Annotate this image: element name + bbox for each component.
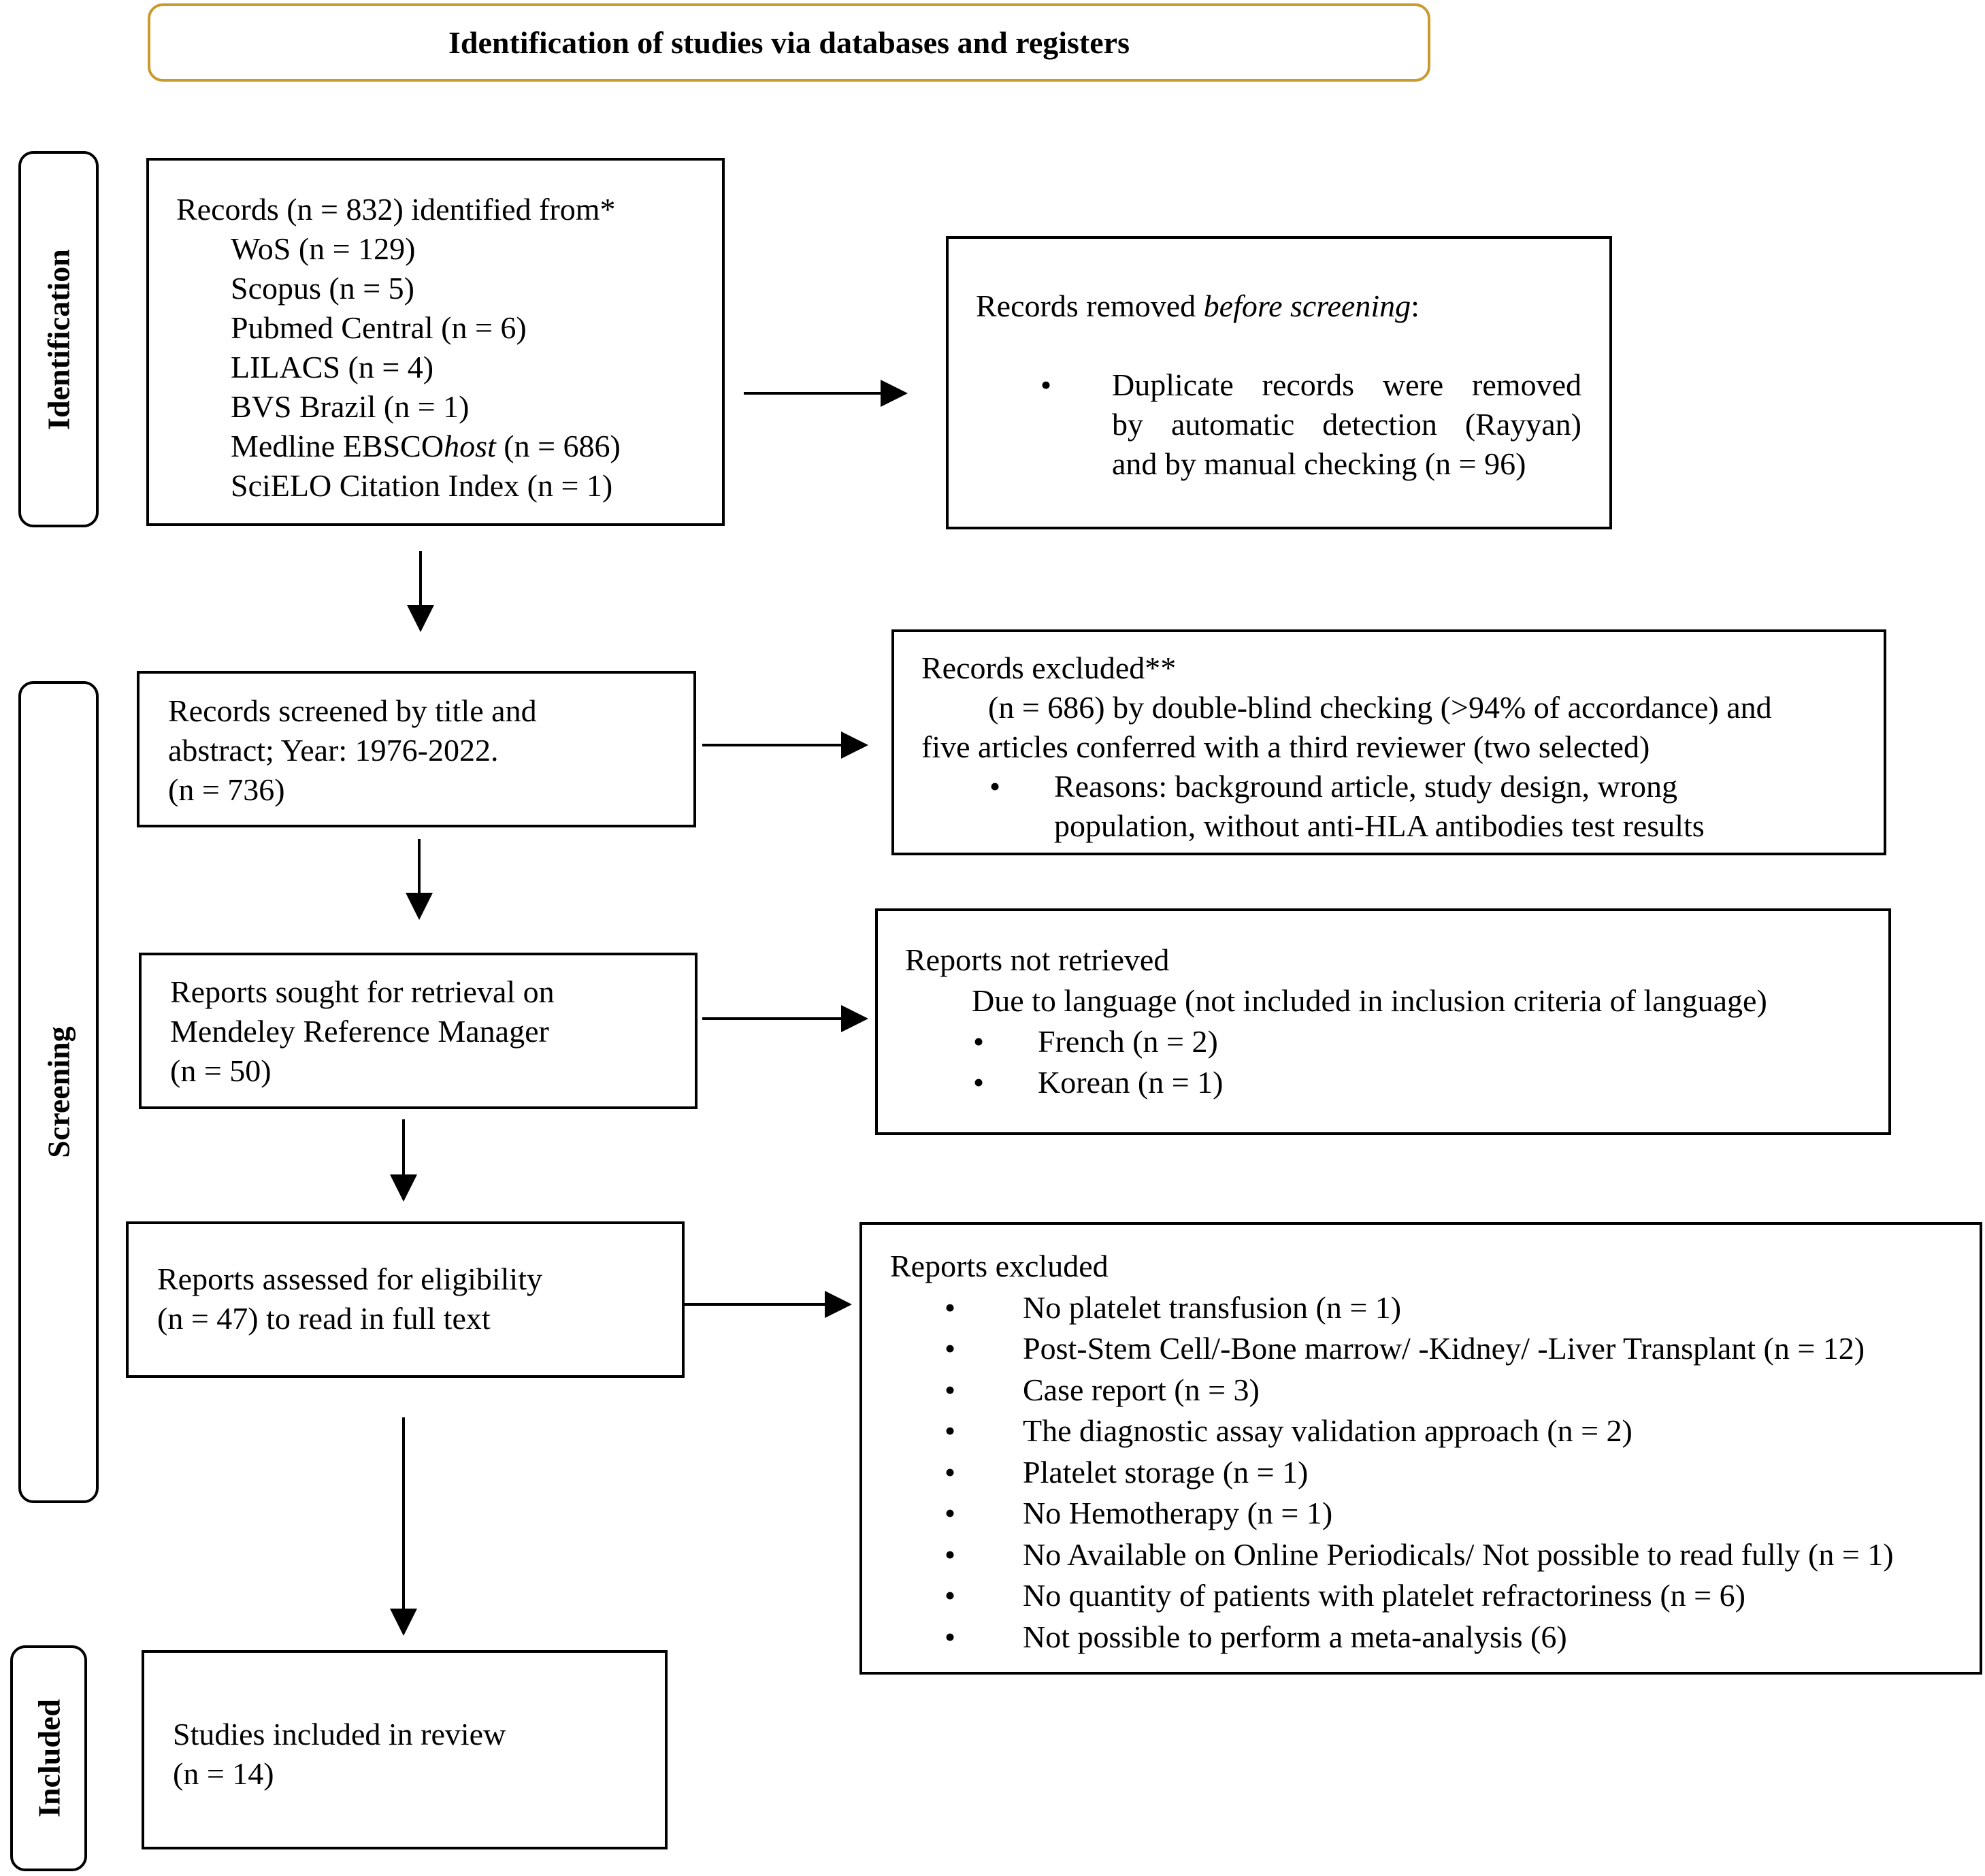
list-item: • Korean (n = 1) xyxy=(905,1062,1888,1103)
list-item: •Platelet storage (n = 1) xyxy=(890,1452,1980,1494)
list-item: •No Hemotherapy (n = 1) xyxy=(890,1493,1980,1534)
bullet-icon: • xyxy=(945,1496,956,1530)
bullet-icon: • xyxy=(945,1413,956,1448)
records-removed-box: Records removed before screening: • Dupl… xyxy=(946,236,1612,529)
list-item: •The diagnostic assay validation approac… xyxy=(890,1411,1980,1452)
stage-screening: Screening xyxy=(18,681,99,1503)
reports-excluded-list: •No platelet transfusion (n = 1)•Post-St… xyxy=(890,1287,1980,1658)
records-removed-bullet: • Duplicate records were removed by auto… xyxy=(976,365,1581,484)
records-screened-box: Records screened by title and abstract; … xyxy=(137,671,696,827)
reports-not-retrieved-box: Reports not retrieved Due to language (n… xyxy=(875,908,1891,1135)
bullet-icon: • xyxy=(945,1372,956,1407)
source-scielo: SciELO Citation Index (n = 1) xyxy=(231,468,613,503)
reports-assessed-box: Reports assessed for eligibility (n = 47… xyxy=(126,1221,685,1378)
bullet-icon: • xyxy=(973,1024,985,1059)
list-item: •Not possible to perform a meta-analysis… xyxy=(890,1617,1980,1658)
source-bvs: BVS Brazil (n = 1) xyxy=(231,389,470,424)
bullet-icon: • xyxy=(945,1454,956,1490)
records-excluded-bullet: • Reasons: background article, study des… xyxy=(921,767,1884,846)
records-excluded-title: Records excluded** xyxy=(921,651,1177,685)
reports-not-retrieved-title: Reports not retrieved xyxy=(905,942,1170,977)
bullet-icon: • xyxy=(973,1065,985,1100)
studies-included-box: Studies included in review (n = 14) xyxy=(142,1650,668,1849)
source-scopus: Scopus (n = 5) xyxy=(231,271,414,306)
reports-excluded-title: Reports excluded xyxy=(890,1249,1109,1283)
diagram-title: Identification of studies via databases … xyxy=(148,3,1430,82)
bullet-icon: • xyxy=(945,1619,956,1654)
source-medline: Medline EBSCOhost (n = 686) xyxy=(231,429,621,463)
list-item: •No quantity of patients with platelet r… xyxy=(890,1575,1980,1617)
bullet-icon: • xyxy=(945,1536,956,1572)
source-wos: WoS (n = 129) xyxy=(231,231,416,266)
list-item: •Post-Stem Cell/-Bone marrow/ -Kidney/ -… xyxy=(890,1328,1980,1370)
bullet-icon: • xyxy=(945,1331,956,1366)
records-excluded-box: Records excluded** (n = 686) by double-b… xyxy=(891,629,1886,855)
source-lilacs: LILACS (n = 4) xyxy=(231,350,434,384)
bullet-icon: • xyxy=(945,1578,956,1613)
bullet-icon: • xyxy=(989,769,1001,804)
reports-sought-box: Reports sought for retrieval on Mendeley… xyxy=(139,953,698,1109)
list-item: •Case report (n = 3) xyxy=(890,1370,1980,1411)
list-item: •No platelet transfusion (n = 1) xyxy=(890,1287,1980,1329)
bullet-icon: • xyxy=(1040,367,1052,402)
list-item: •No Available on Online Periodicals/ Not… xyxy=(890,1534,1980,1576)
reports-excluded-box: Reports excluded •No platelet transfusio… xyxy=(859,1222,1982,1675)
records-identified-title: Records (n = 832) identified from* xyxy=(176,192,616,227)
bullet-icon: • xyxy=(945,1289,956,1325)
stage-included: Included xyxy=(10,1645,87,1871)
stage-identification: Identification xyxy=(18,151,99,527)
records-identified-box: Records (n = 832) identified from* WoS (… xyxy=(146,158,725,526)
list-item: • French (n = 2) xyxy=(905,1021,1888,1062)
source-pubmed: Pubmed Central (n = 6) xyxy=(231,310,527,345)
records-removed-title: Records removed before screening: xyxy=(976,289,1420,323)
